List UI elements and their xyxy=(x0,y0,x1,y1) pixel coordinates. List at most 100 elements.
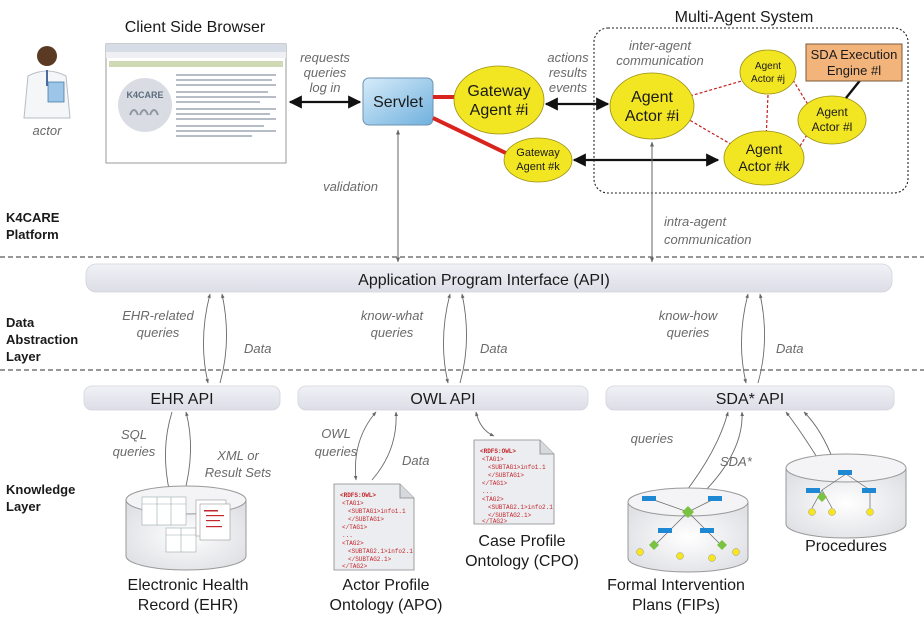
owl-data-label-bottom: Data xyxy=(402,453,429,468)
agent-actor-k-label-2: Actor #k xyxy=(738,158,790,174)
owl-api-label: OWL API xyxy=(410,391,475,408)
svg-text:<RDFS:OWL>: <RDFS:OWL> xyxy=(340,492,376,499)
svg-text:Plans (FIPs): Plans (FIPs) xyxy=(632,597,720,614)
svg-text:events: events xyxy=(549,80,588,95)
inter-agent-label: inter-agent communication xyxy=(616,38,703,68)
svg-text:<SUBTAG2.1>info2.1: <SUBTAG2.1>info2.1 xyxy=(348,548,413,555)
sda-api-bar xyxy=(605,385,895,411)
sda-api-link-arrows xyxy=(741,293,765,384)
svg-text:</TAG2>: </TAG2> xyxy=(342,563,368,570)
know-how-label: know-how queries xyxy=(659,308,719,340)
owl-apo-link-arrows xyxy=(353,411,399,481)
gateway-agent-k-label-2: Agent #k xyxy=(516,161,560,173)
svg-text:...: ... xyxy=(482,488,493,495)
platform-layer-label: K4CARE Platform xyxy=(6,210,60,242)
agent-actor-k-label: Agent xyxy=(746,141,783,157)
svg-text:K4CARE: K4CARE xyxy=(6,210,60,225)
agent-actor-j-label: Agent xyxy=(755,61,781,72)
agent-actor-i-label-2: Actor #i xyxy=(625,108,679,125)
svg-text:</TAG1>: </TAG1> xyxy=(482,480,508,487)
svg-text:Result Sets: Result Sets xyxy=(205,465,272,480)
ehr-db-link-arrows xyxy=(165,411,191,495)
agent-actor-j-label-2: Actor #j xyxy=(751,74,785,85)
svg-text:Knowledge: Knowledge xyxy=(6,482,75,497)
svg-text:queries: queries xyxy=(137,325,180,340)
svg-text:know-how: know-how xyxy=(659,308,719,323)
svg-text:XML or: XML or xyxy=(216,448,259,463)
sda-execution-engine xyxy=(805,43,903,82)
svg-text:</TAG2>: </TAG2> xyxy=(482,518,508,525)
svg-text:<TAG2>: <TAG2> xyxy=(482,496,504,503)
svg-text:Formal Intervention: Formal Intervention xyxy=(607,577,745,594)
svg-text:log in: log in xyxy=(309,80,340,95)
owl-data-label: Data xyxy=(480,341,507,356)
svg-text:<SUBTAG1>info1.1: <SUBTAG1>info1.1 xyxy=(488,464,546,471)
svg-text:Electronic Health: Electronic Health xyxy=(128,577,249,594)
gateway-agent-i-label: Gateway xyxy=(467,83,530,100)
gateway-agent-k-label: Gateway xyxy=(516,147,560,159)
svg-text:queries: queries xyxy=(667,325,710,340)
data-abstraction-layer-label: Data Abstraction Layer xyxy=(6,315,78,364)
actions-label: actions results events xyxy=(547,50,589,95)
ehr-queries-label: EHR-related queries xyxy=(122,308,194,340)
client-browser-title: Client Side Browser xyxy=(125,19,266,36)
svg-text:<TAG1>: <TAG1> xyxy=(482,456,504,463)
sda-engine-label-2: Engine #l xyxy=(827,63,881,78)
sda-data-label: Data xyxy=(776,341,803,356)
svg-text:requests: requests xyxy=(300,50,350,65)
servlet-gateway-k-link xyxy=(432,116,513,158)
gateway-agent-i xyxy=(453,65,545,135)
svg-text:Record (EHR): Record (EHR) xyxy=(138,597,238,614)
agent-actor-j xyxy=(739,49,797,95)
svg-text:communication: communication xyxy=(616,53,703,68)
svg-text:</SUBTAG1>: </SUBTAG1> xyxy=(348,516,384,523)
svg-text:<TAG2>: <TAG2> xyxy=(342,540,364,547)
cpo-title: Case Profile Ontology (CPO) xyxy=(465,533,579,570)
ehr-api-link-arrows xyxy=(203,293,227,384)
svg-text:Ontology (APO): Ontology (APO) xyxy=(330,597,443,614)
svg-text:actions: actions xyxy=(547,50,589,65)
agent-actor-l-label: Agent xyxy=(816,105,848,119)
svg-text:communication: communication xyxy=(664,232,751,247)
svg-text:</SUBTAG2.1>: </SUBTAG2.1> xyxy=(348,556,392,563)
svg-text:Case Profile: Case Profile xyxy=(478,533,565,550)
gateway-agent-i-label-2: Agent #i xyxy=(470,102,529,119)
svg-text:</SUBTAG1>: </SUBTAG1> xyxy=(488,472,524,479)
svg-text:queries: queries xyxy=(371,325,414,340)
api-bar xyxy=(85,263,893,293)
servlet-label: Servlet xyxy=(373,94,423,111)
procedures-title: Procedures xyxy=(805,538,887,555)
agent-actor-i-label: Agent xyxy=(631,89,673,106)
svg-text:<SUBTAG2.1>info2.1: <SUBTAG2.1>info2.1 xyxy=(488,504,553,511)
owl-cpo-link-arrows xyxy=(475,411,495,437)
owl-api-link-arrows xyxy=(443,293,467,384)
svg-text:Ontology (CPO): Ontology (CPO) xyxy=(465,553,579,570)
mas-title: Multi-Agent System xyxy=(675,9,814,26)
svg-text:know-what: know-what xyxy=(361,308,425,323)
queries-label: queries xyxy=(631,431,674,446)
svg-text:<SUBTAG1>info1.1: <SUBTAG1>info1.1 xyxy=(348,508,406,515)
procedures-database-cylinder xyxy=(785,453,907,539)
cpo-owl-content: <RDFS:OWL> <TAG1> <SUBTAG1>info1.1 </SUB… xyxy=(480,448,553,525)
agent-actor-k xyxy=(723,130,805,186)
svg-text:OWL: OWL xyxy=(321,426,351,441)
svg-text:<TAG1>: <TAG1> xyxy=(342,500,364,507)
requests-label: requests queries log in xyxy=(300,50,350,95)
servlet-box xyxy=(362,77,434,126)
svg-text:queries: queries xyxy=(304,65,347,80)
ehr-title: Electronic Health Record (EHR) xyxy=(128,577,249,614)
mas-boundary xyxy=(593,27,909,194)
intra-agent-label: intra-agent communication xyxy=(664,214,751,247)
svg-text:Platform: Platform xyxy=(6,227,59,242)
svg-text:EHR-related: EHR-related xyxy=(122,308,194,323)
sda-engine-label: SDA Execution xyxy=(811,47,898,62)
fip-database-cylinder xyxy=(627,487,749,573)
svg-text:intra-agent: intra-agent xyxy=(664,214,728,229)
svg-text:inter-agent: inter-agent xyxy=(629,38,692,53)
cpo-document-icon: <RDFS:OWL> <TAG1> <SUBTAG1>info1.1 </SUB… xyxy=(473,439,555,525)
gateway-agent-k xyxy=(503,137,573,183)
agent-actor-l-label-2: Actor #l xyxy=(812,120,853,134)
sda-api-label: SDA* API xyxy=(716,391,784,408)
apo-document-icon: <RDFS:OWL> <TAG1> <SUBTAG1>info1.1 </SUB… xyxy=(333,483,415,571)
